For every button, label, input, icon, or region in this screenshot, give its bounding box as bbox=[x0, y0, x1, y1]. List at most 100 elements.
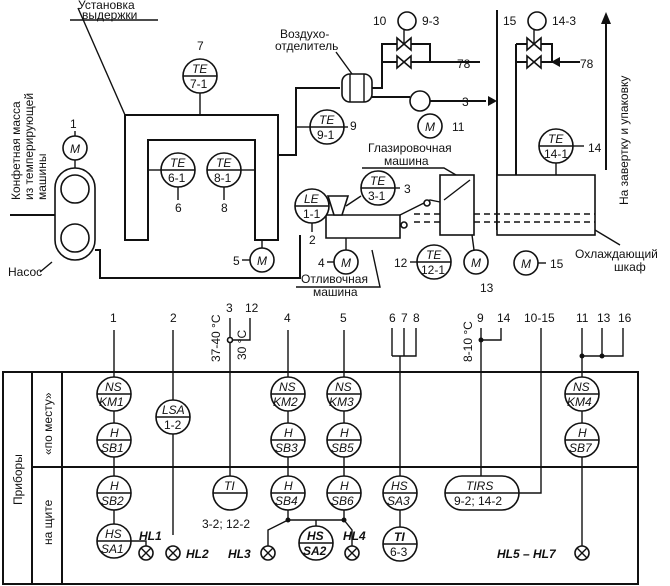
le-1-1-b: 1-1 bbox=[303, 207, 321, 221]
tag-11: 11 bbox=[452, 120, 465, 134]
tag-14: 14 bbox=[588, 141, 602, 155]
te-8-1-a: TE bbox=[216, 156, 232, 170]
motor-11-label: M bbox=[425, 120, 435, 134]
cooling-cabinet bbox=[496, 174, 596, 236]
installation-leader bbox=[77, 7, 126, 116]
valve-10-bottom bbox=[396, 54, 412, 70]
motor-13-label: M bbox=[471, 256, 481, 270]
tag-14-3: 14-3 bbox=[552, 14, 576, 28]
tag-6: 6 bbox=[175, 201, 182, 215]
h-sb7-b: SB7 bbox=[569, 441, 593, 455]
te-6-1-a: TE bbox=[170, 156, 186, 170]
hl5-7-label: HL5 – HL7 bbox=[497, 547, 557, 561]
tag-78-a: 78 bbox=[457, 57, 471, 71]
col-4: 4 bbox=[284, 311, 291, 325]
h-sb4-a: H bbox=[284, 479, 293, 493]
col-9-14-lines bbox=[480, 328, 502, 476]
tag-3: 3 bbox=[462, 95, 469, 109]
actuator-15 bbox=[527, 11, 547, 31]
local-label: «по месту» bbox=[41, 392, 55, 455]
te-3-1-link bbox=[345, 195, 362, 207]
air-separator-leader bbox=[335, 51, 353, 75]
ns-km1-a: NS bbox=[105, 380, 122, 394]
hs-sa1-a: HS bbox=[105, 527, 122, 541]
casting-label-2: машина bbox=[313, 285, 358, 299]
pump-rotor-top bbox=[60, 174, 90, 204]
hl4-label: HL4 bbox=[343, 529, 366, 543]
pump-rotor-bottom bbox=[60, 223, 90, 253]
casting-label-1: Отливочная bbox=[301, 272, 368, 286]
te-3-1-a: TE bbox=[370, 174, 386, 188]
casting-leader bbox=[296, 249, 381, 288]
installation-label-1: Установка bbox=[78, 0, 135, 12]
blower bbox=[409, 90, 431, 112]
tag-78-b: 78 bbox=[580, 57, 594, 71]
cooling-leader bbox=[594, 229, 621, 246]
col-1: 1 bbox=[110, 311, 117, 325]
h-sb6-b: SB6 bbox=[331, 494, 354, 508]
tag-2: 2 bbox=[309, 233, 316, 247]
hl5-7-cross bbox=[576, 547, 588, 559]
te-7-1-b: 7-1 bbox=[190, 77, 208, 91]
h-sb2-b: SB2 bbox=[101, 494, 124, 508]
te-12-1-a: TE bbox=[426, 248, 442, 262]
le-1-1-a: LE bbox=[304, 192, 320, 206]
ns-km4-a: NS bbox=[573, 380, 590, 394]
pump-label: Насос bbox=[8, 265, 42, 279]
panel-label: на щите bbox=[41, 499, 55, 545]
tag-13: 13 bbox=[480, 281, 494, 295]
h-sb5-b: SB5 bbox=[331, 441, 354, 455]
motor-13-link bbox=[471, 234, 475, 251]
air-separator-label-2: отделитель bbox=[275, 39, 338, 53]
col-11: 11 bbox=[576, 311, 589, 325]
h-sb4-b: SB4 bbox=[275, 494, 298, 508]
te-3-1-b: 3-1 bbox=[368, 189, 386, 203]
hl3-cross bbox=[262, 547, 274, 559]
hs-sa2-b: SA2 bbox=[303, 544, 327, 558]
hs-sa2-a: HS bbox=[307, 529, 324, 543]
te-14-1-b: 14-1 bbox=[544, 147, 568, 161]
motor-15-label: M bbox=[521, 257, 531, 271]
valve-15-bottom bbox=[526, 54, 542, 70]
te-9-1-b: 9-1 bbox=[317, 128, 335, 142]
col-14: 14 bbox=[497, 311, 511, 325]
tag-9-3: 9-3 bbox=[422, 14, 440, 28]
glazing-label-1: Глазировочная bbox=[368, 141, 452, 155]
hl4-link bbox=[343, 519, 353, 546]
hs-sa3-b: SA3 bbox=[387, 494, 410, 508]
ns-km3-a: NS bbox=[335, 380, 352, 394]
tag-8: 8 bbox=[221, 201, 228, 215]
air-separator bbox=[341, 73, 373, 103]
instrument-table bbox=[2, 371, 639, 585]
air-separator-label-1: Воздухо- bbox=[280, 27, 329, 41]
tag-10: 10 bbox=[373, 14, 387, 28]
te-9-1-a: TE bbox=[319, 113, 335, 127]
col-9: 9 bbox=[477, 311, 484, 325]
h-sb3-b: SB3 bbox=[275, 441, 298, 455]
glazing-label-2: машина bbox=[384, 154, 429, 168]
col-7: 7 bbox=[401, 311, 408, 325]
col-10-15-line bbox=[519, 328, 542, 494]
h-sb5-a: H bbox=[340, 426, 349, 440]
h-sb1-b: SB1 bbox=[101, 441, 124, 455]
ti-panel-a: TI bbox=[224, 479, 235, 493]
pump-leader bbox=[39, 261, 53, 273]
input-label-2: из темперирующей bbox=[22, 93, 36, 200]
col-11-junction bbox=[579, 353, 585, 359]
hl4-cross bbox=[346, 547, 358, 559]
glazing-machine bbox=[439, 174, 475, 236]
ns-km1-b: KM1 bbox=[99, 395, 124, 409]
col-3-junction bbox=[226, 336, 234, 344]
col-12: 12 bbox=[245, 301, 259, 315]
te-6-1-b: 6-1 bbox=[168, 171, 186, 185]
line-3-arrow bbox=[488, 96, 497, 106]
ns-km4-b: KM4 bbox=[567, 395, 592, 409]
ti-ref: 3-2; 12-2 bbox=[202, 517, 250, 531]
table-column-dividers bbox=[31, 372, 63, 584]
hl1-label: HL1 bbox=[139, 529, 162, 543]
tag-3-b: 3 bbox=[404, 182, 411, 196]
lsa-a: LSA bbox=[162, 403, 185, 417]
motor-11 bbox=[417, 113, 443, 139]
te-12-1-b: 12-1 bbox=[421, 263, 445, 277]
roller-2 bbox=[400, 221, 408, 229]
